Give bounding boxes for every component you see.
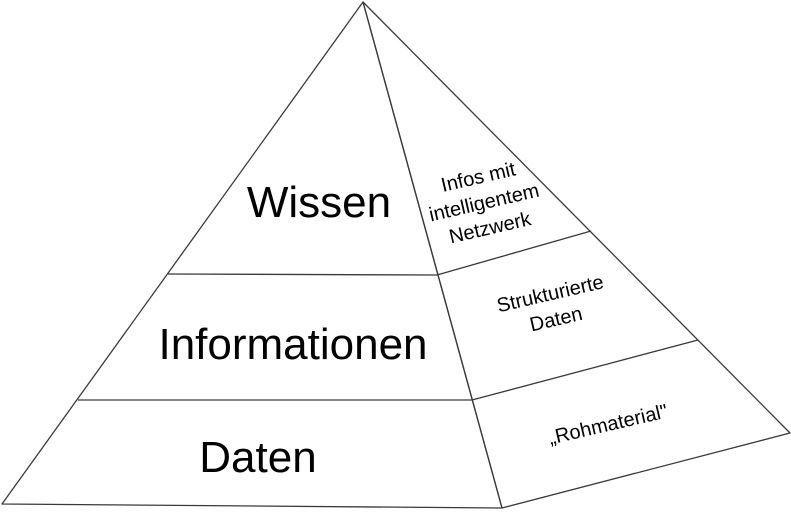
front-label-wissen: Wissen: [247, 178, 391, 227]
pyramid-side-face: [362, 1, 791, 509]
front-divider-wissen-informationen: [167, 273, 438, 276]
front-label-informationen: Informationen: [158, 320, 427, 369]
side-label-strukturierte-daten: Strukturierte Daten: [495, 271, 606, 336]
side-divider-bottom: [471, 339, 699, 401]
front-label-daten: Daten: [199, 433, 316, 482]
side-label-rohmaterial: „Rohmaterial": [547, 401, 670, 450]
side-divider-top: [436, 230, 592, 276]
side-label-line: „Rohmaterial": [547, 401, 670, 450]
